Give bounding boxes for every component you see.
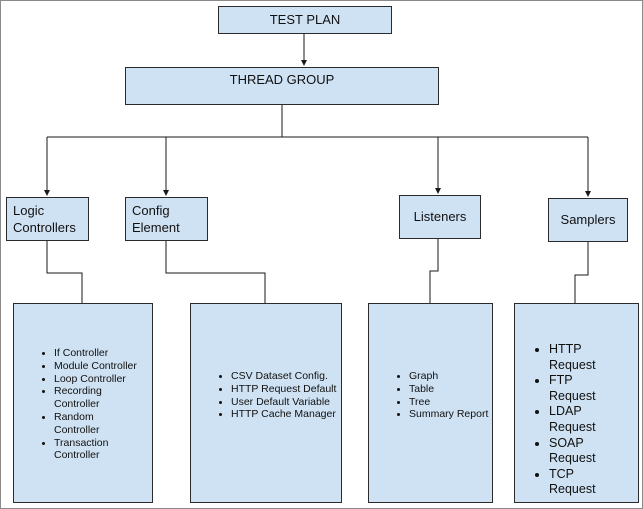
config-element-list: CSV Dataset Config. HTTP Request Default… bbox=[191, 304, 341, 421]
logic-controllers-list: If Controller Module Controller Loop Con… bbox=[14, 304, 138, 462]
listeners-label: Listeners bbox=[413, 209, 467, 224]
list-item: Loop Controller bbox=[54, 373, 138, 386]
connector-logic-list bbox=[46, 241, 83, 303]
logic-controllers-node: Logic Controllers bbox=[6, 197, 89, 241]
listeners-list: Graph Table Tree Summary Report bbox=[369, 304, 492, 421]
list-item: If Controller bbox=[54, 347, 138, 360]
list-item: HTTP Request Default bbox=[231, 383, 341, 396]
config-element-node: Config Element bbox=[125, 197, 208, 241]
logic-controllers-label: Logic Controllers bbox=[13, 203, 76, 235]
list-item: CSV Dataset Config. bbox=[231, 370, 341, 383]
samplers-list-box: HTTP Request FTP Request LDAP Request SO… bbox=[514, 303, 639, 503]
logic-controllers-list-box: If Controller Module Controller Loop Con… bbox=[13, 303, 153, 503]
samplers-label: Samplers bbox=[560, 212, 616, 227]
list-item: Table bbox=[409, 383, 492, 396]
test-plan-label: TEST PLAN bbox=[269, 12, 341, 27]
list-item: FTP Request bbox=[549, 373, 620, 404]
thread-group-node: THREAD GROUP bbox=[125, 67, 439, 105]
list-item: Graph bbox=[409, 370, 492, 383]
listeners-node: Listeners bbox=[399, 195, 481, 239]
list-item: LDAP Request bbox=[549, 404, 620, 435]
list-item: Transaction Controller bbox=[54, 437, 138, 463]
connector-listeners-list bbox=[429, 239, 439, 303]
test-plan-node: TEST PLAN bbox=[218, 6, 392, 34]
samplers-list: HTTP Request FTP Request LDAP Request SO… bbox=[515, 304, 620, 498]
connector-samplers-list bbox=[574, 242, 589, 303]
list-item: User Default Variable bbox=[231, 396, 341, 409]
listeners-list-box: Graph Table Tree Summary Report bbox=[368, 303, 493, 503]
thread-group-label: THREAD GROUP bbox=[229, 72, 335, 87]
list-item: Module Controller bbox=[54, 360, 138, 373]
list-item: Random Controller bbox=[54, 411, 138, 437]
list-item: Summary Report bbox=[409, 408, 492, 421]
list-item: HTTP Request bbox=[549, 342, 620, 373]
list-item: Tree bbox=[409, 396, 492, 409]
config-element-list-box: CSV Dataset Config. HTTP Request Default… bbox=[190, 303, 342, 503]
list-item: SOAP Request bbox=[549, 436, 620, 467]
list-item: TCP Request bbox=[549, 467, 620, 498]
list-item: Recording Controller bbox=[54, 385, 138, 411]
samplers-node: Samplers bbox=[548, 198, 628, 242]
list-item: HTTP Cache Manager bbox=[231, 408, 341, 421]
config-element-label: Config Element bbox=[132, 203, 180, 235]
connector-config-list bbox=[165, 241, 266, 303]
